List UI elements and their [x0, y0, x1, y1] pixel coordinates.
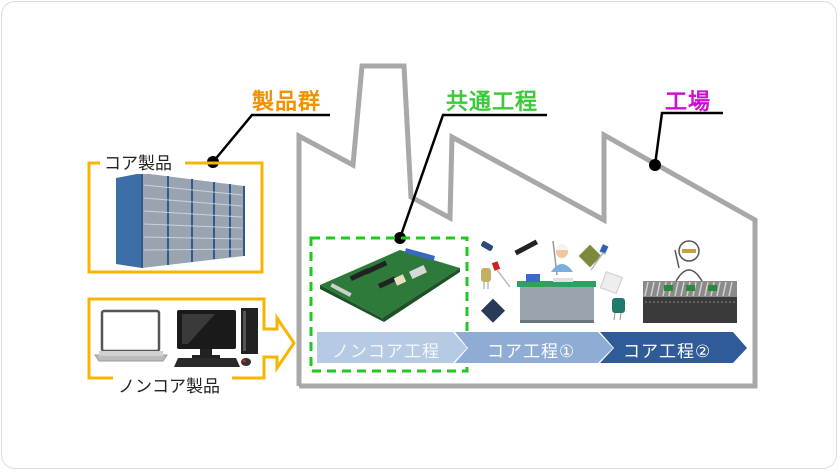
- process-label-core-1: コア工程①: [487, 342, 576, 362]
- common-process-label: 共通工程: [446, 90, 539, 115]
- non-core-product-box: [87, 297, 296, 380]
- circuit-board-icon: [320, 248, 460, 322]
- process-arrow-core-2: [600, 332, 747, 363]
- process-label-non-core: ノンコア工程: [332, 342, 440, 362]
- core-product-box: [87, 161, 264, 274]
- process-arrow-non-core: [317, 332, 467, 363]
- process-arrow-core-1: [455, 332, 613, 363]
- process-label-core-2: コア工程②: [623, 342, 712, 362]
- conveyor-worker-icon: [643, 240, 737, 323]
- desktop-pc-icon: [174, 308, 258, 367]
- factory-label: 工場: [665, 90, 712, 115]
- core-product-label: コア製品: [100, 149, 176, 174]
- laptop-icon: [94, 309, 168, 362]
- server-rack-icon: [116, 173, 245, 268]
- electronic-components-icon: [480, 239, 625, 323]
- common-process-dashed-area: [309, 236, 469, 373]
- leader-factory: [649, 111, 723, 171]
- product-group-label: 製品群: [252, 90, 322, 115]
- factory-outline: [296, 63, 758, 389]
- assembly-worker-icon: [517, 240, 596, 323]
- leader-common-process: [394, 113, 547, 244]
- non-core-product-label: ノンコア製品: [114, 372, 224, 397]
